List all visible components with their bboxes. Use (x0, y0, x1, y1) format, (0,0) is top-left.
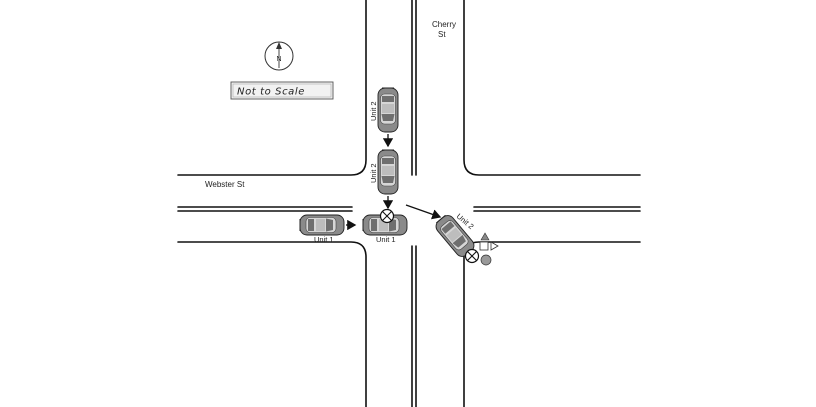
final-rest-play-icon (490, 241, 499, 251)
final-rest-square-icon (479, 241, 489, 251)
not-to-scale-text: Not to Scale (237, 87, 305, 98)
cherry-st-label-line2: St (438, 30, 446, 39)
compass-n-letter: N (277, 56, 282, 63)
unit2-start-vehicle-icon (377, 87, 399, 133)
unit1-start-vehicle-icon (299, 214, 345, 236)
unit2-start-label: Unit 2 (369, 101, 378, 121)
impact-point-icon-1 (379, 208, 395, 224)
unit2-post-impact-arrow (405, 204, 442, 220)
final-rest-triangle-icon (480, 232, 490, 241)
north-arrow-icon: N (264, 41, 294, 71)
road-layout (177, 0, 641, 407)
sw-corner-edge (177, 241, 367, 407)
unit1-start-label: Unit 1 (314, 235, 334, 244)
unit2-mid-label: Unit 2 (369, 163, 378, 183)
webster-st-label: Webster St (205, 180, 245, 189)
final-rest-circle-icon (480, 254, 492, 266)
impact-point-icon-2 (464, 248, 480, 264)
not-to-scale-badge: Not to Scale (230, 81, 334, 100)
cherry-st-label-line1: Cherry (432, 20, 456, 29)
cherry-st-east-edge-north (463, 0, 641, 176)
unit2-mid-vehicle-icon (377, 149, 399, 195)
se-corner-edge (463, 241, 641, 407)
cherry-st-west-edge-north (177, 0, 367, 176)
unit1-impact-label: Unit 1 (376, 235, 396, 244)
